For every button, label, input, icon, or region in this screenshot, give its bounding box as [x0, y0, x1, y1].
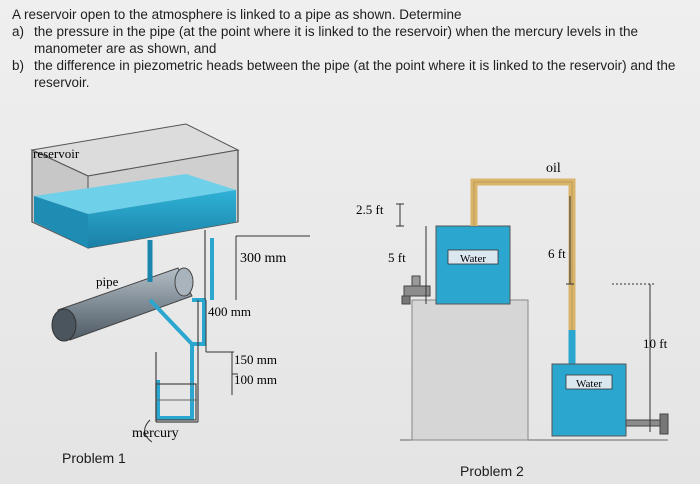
label-400mm: 400 mm: [208, 304, 251, 319]
manometer: [144, 230, 214, 443]
part-a-marker: a): [12, 24, 25, 39]
problem2-title: Problem 2: [460, 463, 524, 479]
label-water-left: Water: [460, 253, 486, 265]
label-150mm: 150 mm: [234, 352, 277, 367]
label-10ft: 10 ft: [643, 336, 668, 351]
label-mercury: mercury: [132, 426, 179, 441]
part-b: b) the difference in piezometric heads b…: [12, 57, 692, 91]
part-a-text: the pressure in the pipe (at the point w…: [34, 24, 639, 56]
label-oil: oil: [546, 161, 561, 176]
statement-intro: A reservoir open to the atmosphere is li…: [12, 7, 462, 22]
dimension-lines: [396, 196, 654, 432]
label-300mm: 300 mm: [240, 251, 286, 266]
part-b-text: the difference in piezometric heads betw…: [34, 58, 676, 90]
reservoir-tank: [30, 123, 240, 249]
problem-statement: A reservoir open to the atmosphere is li…: [12, 6, 692, 91]
part-a: a) the pressure in the pipe (at the poin…: [12, 23, 692, 57]
label-reservoir: reservoir: [33, 146, 80, 161]
label-pipe: pipe: [96, 274, 119, 289]
valve-icon: [401, 275, 431, 305]
label-100mm: 100 mm: [234, 372, 277, 387]
support-block: [411, 299, 529, 441]
reservoir-water-side: [34, 196, 88, 248]
oil-tube: [470, 178, 576, 364]
label-5ft: 5 ft: [388, 250, 406, 265]
reservoir-water-front: [88, 190, 236, 248]
problem1-title: Problem 1: [62, 450, 126, 466]
left-water-tank: Water: [435, 225, 511, 305]
reservoir-water-surface: [34, 174, 236, 214]
right-water-tank: Water: [551, 363, 627, 437]
pipe: [51, 267, 194, 342]
label-2-5ft: 2.5 ft: [356, 202, 384, 217]
label-6ft: 6 ft: [548, 246, 566, 261]
dimension-lines: [205, 235, 310, 395]
outlet-valve-icon: [625, 413, 669, 435]
pipe-end: [51, 308, 77, 342]
part-b-marker: b): [12, 58, 25, 73]
label-water-right: Water: [576, 378, 602, 390]
